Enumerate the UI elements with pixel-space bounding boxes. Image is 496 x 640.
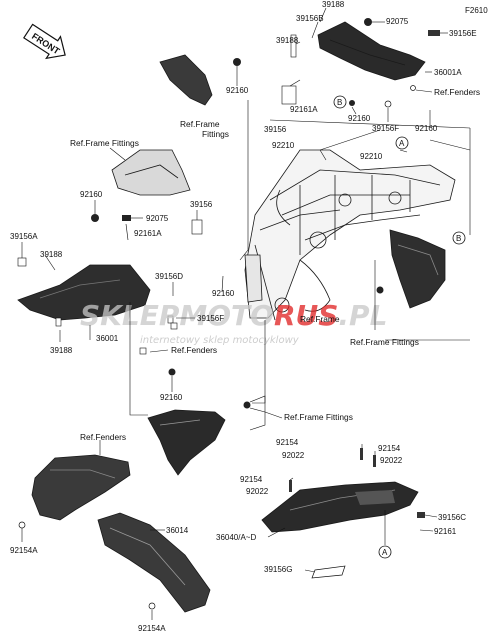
seat-cowl-36040 xyxy=(261,448,425,579)
label-92154-c: 92154 xyxy=(240,475,263,484)
watermark-part3: RUS xyxy=(274,299,338,332)
label-39188-left: 39188 xyxy=(40,250,63,259)
watermark-part4: .PL xyxy=(338,299,387,332)
label-92210-b: 92210 xyxy=(360,152,383,161)
label-ref-frame-fittings-a-1: Ref.Frame xyxy=(180,119,220,129)
label-39156e: 39156E xyxy=(449,29,477,38)
svg-text:A: A xyxy=(382,548,388,557)
label-36014: 36014 xyxy=(166,526,189,535)
label-39188-low: 39188 xyxy=(50,346,73,355)
label-36001a: 36001A xyxy=(434,68,462,77)
label-39156: 39156 xyxy=(264,125,287,134)
label-92210-a: 92210 xyxy=(272,141,295,150)
label-ref-fenders-mid: Ref.Fenders xyxy=(171,345,217,355)
label-92160-e: 92160 xyxy=(212,289,235,298)
label-39156f-a: 39156F xyxy=(372,124,399,133)
label-92160-a: 92160 xyxy=(226,86,249,95)
label-ref-frame: Ref.Frame xyxy=(300,314,340,324)
label-92160-d: 92160 xyxy=(80,190,103,199)
svg-text:A: A xyxy=(399,139,405,148)
label-92161a-a: 92161A xyxy=(290,105,318,114)
svg-text:B: B xyxy=(456,234,461,243)
label-92160-f: 92160 xyxy=(160,393,183,402)
front-arrow-icon: FRONT xyxy=(23,23,66,60)
label-39156b: 39156B xyxy=(296,14,324,23)
label-92022-c: 92022 xyxy=(246,487,269,496)
side-cover-36001 xyxy=(17,219,203,327)
label-92160-b: 92160 xyxy=(348,114,371,123)
label-39156c: 39156C xyxy=(438,513,466,522)
label-39188-top: 39188 xyxy=(322,0,345,9)
leader-lines xyxy=(21,7,471,620)
watermark: SKLEPMOTORUS.PL internetowy sklep motocy… xyxy=(80,299,387,346)
watermark-part2: MOTO xyxy=(179,299,274,332)
label-ref-frame-fittings-a-2: Fittings xyxy=(202,129,229,139)
frame-assembly xyxy=(244,149,456,321)
svg-text:B: B xyxy=(337,98,342,107)
label-92022-b: 92022 xyxy=(380,456,403,465)
callout-b-right: B xyxy=(452,231,466,245)
label-92154-a: 92154 xyxy=(276,438,299,447)
label-39156a: 39156A xyxy=(10,232,38,241)
label-ref-fenders-low: Ref.Fenders xyxy=(80,432,126,442)
figure-code: F2610 xyxy=(465,6,488,15)
label-ref-fenders-top: Ref.Fenders xyxy=(434,87,480,97)
label-36040: 36040/A~D xyxy=(216,533,256,542)
label-92154-b: 92154 xyxy=(378,444,401,453)
label-92161a-b: 92161A xyxy=(134,229,162,238)
label-92075-top: 92075 xyxy=(386,17,409,26)
svg-text:SKLEPMOTORUS.PL: SKLEPMOTORUS.PL xyxy=(80,299,387,332)
label-39156-mid: 39156 xyxy=(190,200,213,209)
label-ref-frame-fittings-d: Ref.Frame Fittings xyxy=(284,412,353,422)
label-ref-frame-fittings-b: Ref.Frame Fittings xyxy=(70,138,139,148)
left-bracket xyxy=(91,149,191,222)
rear-bracket-upper xyxy=(159,54,241,106)
part-labels: 39188 39156B 92075 39188 39156E 36001A R… xyxy=(10,0,480,633)
rear-fender-lower xyxy=(18,454,211,613)
side-cover-right xyxy=(376,229,446,309)
label-39156f-b: 39156F xyxy=(197,314,224,323)
label-92154a-b: 92154A xyxy=(138,624,166,633)
label-ref-frame-fittings-c: Ref.Frame Fittings xyxy=(350,337,419,347)
label-39156g: 39156G xyxy=(264,565,292,574)
rear-cowl-top-36001a xyxy=(281,18,440,108)
label-92160-c: 92160 xyxy=(415,124,438,133)
label-92154a-a: 92154A xyxy=(10,546,38,555)
watermark-tagline: internetowy sklep motocyklowy xyxy=(140,335,300,346)
label-92075-mid: 92075 xyxy=(146,214,169,223)
label-39188-mid: 39188 xyxy=(276,36,299,45)
label-92161: 92161 xyxy=(434,527,457,536)
label-92022-a: 92022 xyxy=(282,451,305,460)
callout-a-top: A xyxy=(395,136,409,150)
label-36001: 36001 xyxy=(96,334,119,343)
callout-b-top: B xyxy=(333,95,347,109)
callout-a-bottom: A xyxy=(378,545,392,559)
lower-center-cover xyxy=(139,322,251,476)
label-39156d: 39156D xyxy=(155,272,183,281)
